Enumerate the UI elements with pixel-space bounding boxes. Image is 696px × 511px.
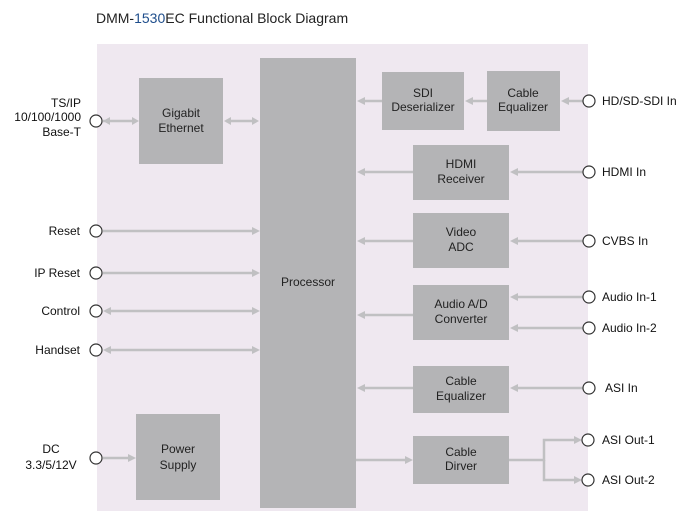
block-label: Gigabit <box>162 106 201 120</box>
block-label: Equalizer <box>436 389 486 403</box>
block-label: Processor <box>281 275 335 289</box>
port-label-hdmi-in: HDMI In <box>602 165 646 179</box>
block-label: Cable <box>445 374 477 388</box>
port-label-dc: 3.3/5/12V <box>25 458 76 472</box>
arrow-head <box>252 227 260 235</box>
port-dc <box>89 451 103 465</box>
block-label: Cable <box>507 86 539 100</box>
port-label-cvbs-in: CVBS In <box>602 234 648 248</box>
arrow-head <box>357 384 365 392</box>
block-label: Audio A/D <box>434 297 488 311</box>
block-cable-equalizer-asi: Cable Equalizer <box>413 366 509 413</box>
arrow-head <box>103 307 111 315</box>
port-audio-in-1 <box>582 290 596 304</box>
block-label: Video <box>446 225 477 239</box>
arrow-head <box>357 168 365 176</box>
arrow-head <box>128 454 136 462</box>
block-cable-equalizer-sdi: Cable Equalizer <box>487 71 560 131</box>
port-control <box>89 304 103 318</box>
arrow-head <box>510 237 518 245</box>
arrow-head <box>357 97 365 105</box>
port-label-asi-out-1: ASI Out-1 <box>602 433 655 447</box>
arrow-head <box>510 168 518 176</box>
block-label: Ethernet <box>158 121 204 135</box>
connectors <box>103 97 583 484</box>
arrow-head <box>252 117 259 125</box>
arrow-head <box>405 456 413 464</box>
port-hdmi-in <box>582 165 596 179</box>
arrow-head <box>510 293 518 301</box>
port-label-control: Control <box>41 304 80 318</box>
arrow-head <box>103 117 110 125</box>
arrow-head <box>132 117 139 125</box>
port-label-reset: Reset <box>49 224 81 238</box>
block-power-supply: Power Supply <box>136 414 220 500</box>
port-label-ts-ip: 10/100/1000 <box>14 110 81 124</box>
port-audio-in-2 <box>582 321 596 335</box>
block-label: Receiver <box>437 172 484 186</box>
connector-driver-asiout1 <box>509 438 575 462</box>
port-label-asi-in: ASI In <box>605 381 638 395</box>
block-label: Equalizer <box>498 100 548 114</box>
block-gigabit-ethernet: Gigabit Ethernet <box>139 78 223 164</box>
block-label: SDI <box>413 86 433 100</box>
port-hd-sd-sdi-in <box>582 94 596 108</box>
port-label-ip-reset: IP Reset <box>34 266 80 280</box>
arrow-head <box>252 346 260 354</box>
port-label-ts-ip: TS/IP <box>51 96 81 110</box>
title-model-number: 1530 <box>134 10 166 26</box>
block-label: Deserializer <box>391 100 454 114</box>
left-ports: TS/IP 10/100/1000 Base-T Reset IP Reset … <box>14 96 103 472</box>
block-label: ADC <box>448 240 474 254</box>
block-label: Supply <box>160 458 197 472</box>
port-asi-out-1 <box>581 433 595 447</box>
arrow-head <box>574 476 582 484</box>
port-label-audio-in-2: Audio In-2 <box>602 321 657 335</box>
port-label-audio-in-1: Audio In-1 <box>602 290 657 304</box>
port-label-hd-sd-sdi-in: HD/SD-SDI In <box>602 94 677 108</box>
port-label-asi-out-2: ASI Out-2 <box>602 473 655 487</box>
port-asi-in <box>582 381 596 395</box>
block-label: Power <box>161 442 195 456</box>
block-video-adc: Video ADC <box>413 213 509 268</box>
port-label-dc: DC <box>42 442 60 456</box>
block-audio-ad-converter: Audio A/D Converter <box>413 285 509 340</box>
block-label: Cable <box>445 445 477 459</box>
arrow-head <box>465 97 473 105</box>
arrow-head <box>561 97 569 105</box>
arrow-head <box>103 346 111 354</box>
arrow-head <box>252 307 260 315</box>
block-cable-driver: Cable Dirver <box>413 436 509 484</box>
port-label-ts-ip: Base-T <box>42 125 81 139</box>
right-ports: HD/SD-SDI In HDMI In CVBS In Audio In-1 … <box>581 94 677 487</box>
arrow-head <box>224 117 231 125</box>
title-prefix: DMM- <box>96 10 135 26</box>
port-ip-reset <box>89 266 103 280</box>
arrow-head <box>252 269 260 277</box>
block-processor: Processor <box>260 58 356 508</box>
block-label: Dirver <box>445 459 477 473</box>
port-cvbs-in <box>582 234 596 248</box>
port-reset <box>89 224 103 238</box>
block-label: Converter <box>435 312 488 326</box>
arrow-head <box>510 324 518 332</box>
title-suffix: EC Functional Block Diagram <box>165 10 349 26</box>
port-label-handset: Handset <box>35 343 80 357</box>
diagram-title: DMM-1530EC Functional Block Diagram <box>96 10 348 26</box>
block-sdi-deserializer: SDI Deserializer <box>382 72 464 130</box>
port-handset <box>89 343 103 357</box>
port-ts-ip <box>89 114 103 128</box>
arrow-head <box>357 237 365 245</box>
connector-driver-asiout2 <box>542 460 575 482</box>
port-asi-out-2 <box>581 473 595 487</box>
arrow-head <box>510 384 518 392</box>
arrow-head <box>574 436 582 444</box>
arrow-head <box>357 311 365 319</box>
block-hdmi-receiver: HDMI Receiver <box>413 145 509 200</box>
block-label: HDMI <box>446 157 477 171</box>
